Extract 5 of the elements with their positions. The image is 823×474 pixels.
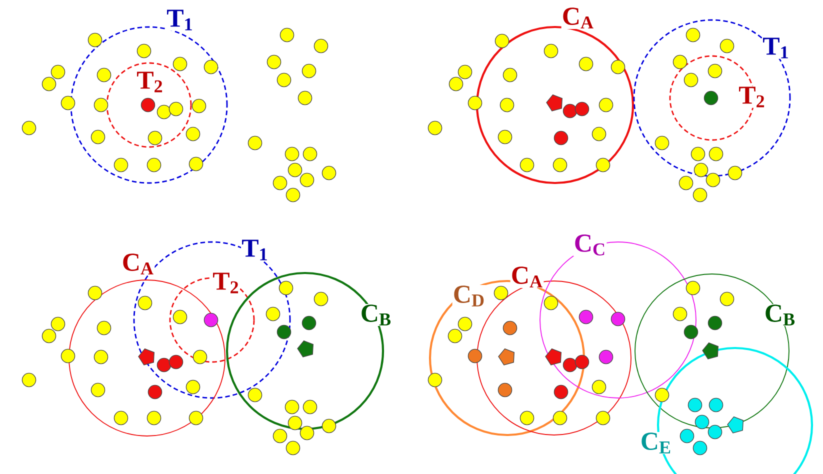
node-label: T (167, 10, 184, 27)
node-label: C (642, 432, 658, 450)
node-label: C$_{A}$ (563, 8, 594, 28)
node-label: 2 (756, 95, 764, 108)
node-label: C$_{A}$ (123, 254, 154, 274)
